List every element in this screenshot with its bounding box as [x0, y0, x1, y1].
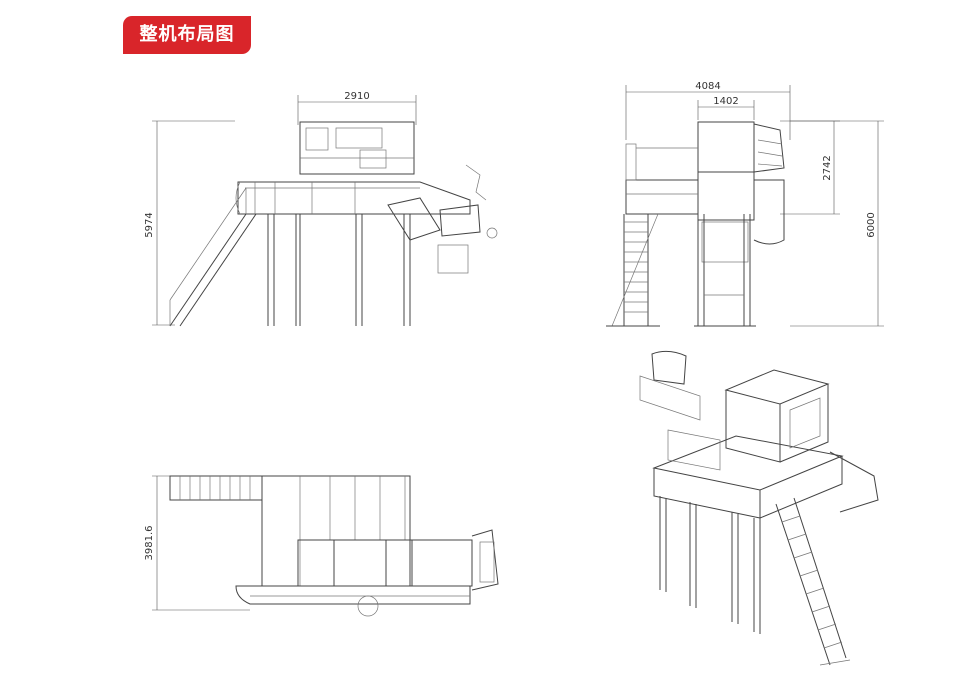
front-height-dim: 5974: [144, 212, 155, 237]
front-view: 2910 5974: [144, 91, 498, 327]
isometric-view: [639, 350, 879, 666]
side-total-width-dim: 4084: [695, 81, 720, 92]
top-view: 3981.6: [144, 475, 499, 617]
side-upper-height-dim: 2742: [822, 155, 833, 180]
side-inner-width-dim: 1402: [713, 96, 738, 107]
iso-stair-treads: [781, 515, 843, 649]
page-title: 整机布局图: [123, 16, 251, 54]
front-width-dim: 2910: [344, 91, 369, 102]
top-depth-dim: 3981.6: [144, 526, 155, 561]
top-stair-treads: [179, 476, 251, 500]
side-ladder-rungs: [624, 221, 648, 313]
side-total-height-dim: 6000: [866, 212, 877, 237]
side-view: 4084 1402 2742 6000: [606, 81, 884, 327]
